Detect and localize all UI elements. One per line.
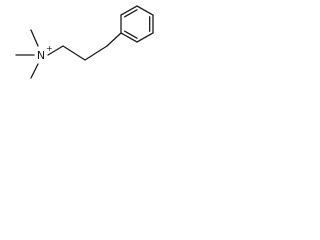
- benzene-ring-outline: [120, 5, 154, 43]
- chain-bond-c3-ring: [106, 32, 122, 47]
- benzene-ring: [120, 5, 154, 43]
- chain-bond-c1-c2: [62, 45, 86, 61]
- chain-bond-n-c1: [47, 45, 64, 56]
- benzene-inner-bond-1: [124, 9, 138, 18]
- chemical-structure-diagram: N +: [15, 5, 154, 79]
- chain-bond-c2-c3: [84, 45, 108, 61]
- methyl-bond-upper: [30, 29, 39, 47]
- nitrogen-charge-label: +: [46, 44, 53, 53]
- nitrogen-atom-label: N: [37, 49, 45, 62]
- methyl-bond-lower: [30, 63, 39, 79]
- benzene-inner-bond-3: [124, 30, 138, 39]
